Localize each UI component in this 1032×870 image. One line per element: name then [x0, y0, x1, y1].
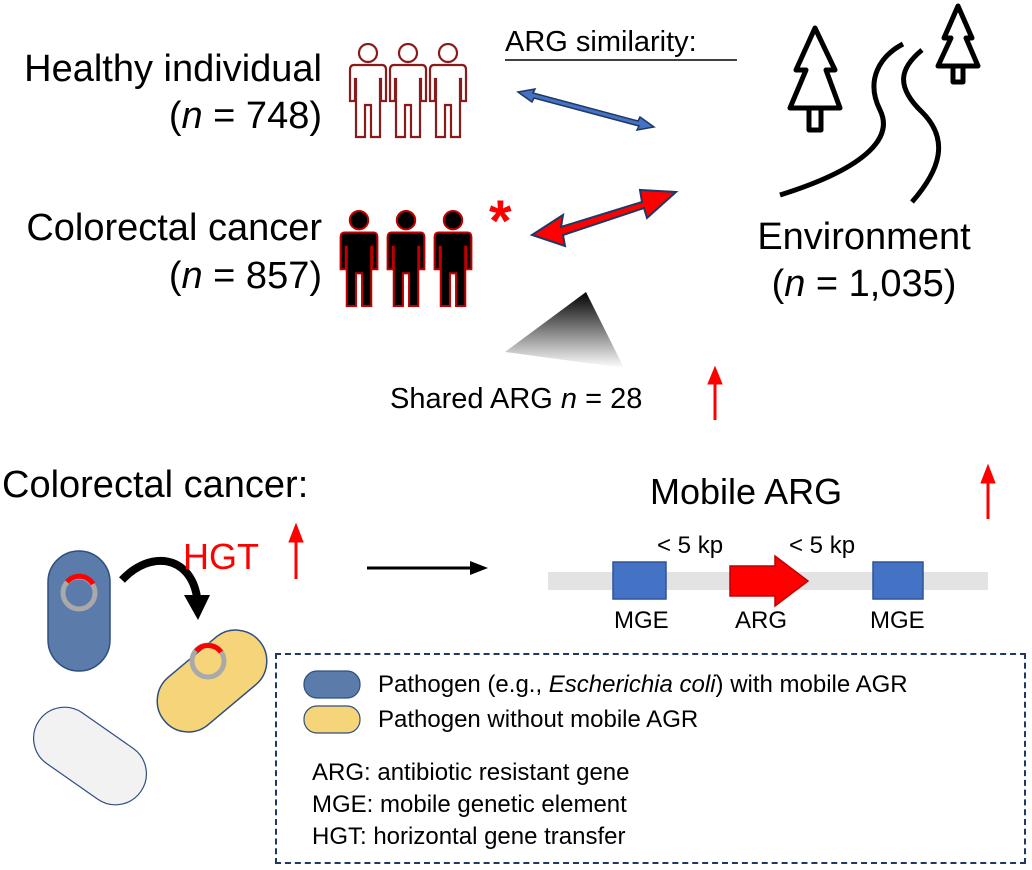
hgt-transfer-arrow	[119, 556, 210, 620]
hgt-label: HGT	[183, 536, 259, 577]
significance-star: *	[489, 189, 512, 254]
mge-right-label: MGE	[870, 607, 925, 634]
mge-left-box	[612, 561, 667, 600]
distance-left-label: < 5 kp	[657, 532, 724, 559]
similarity-title: ARG similarity:	[505, 26, 697, 58]
shared-arg-wedge	[505, 292, 624, 368]
legend-item-pathogen-no-mobile: Pathogen without mobile AGR	[378, 706, 699, 733]
transition-arrow	[367, 561, 488, 575]
shared-arg-count: Shared ARG n = 28	[390, 383, 643, 415]
commensal-cell	[33, 706, 147, 806]
environment-label: Environment	[757, 216, 971, 258]
healthy-people-icon	[348, 43, 468, 139]
healthy-count: (n = 748)	[168, 95, 322, 137]
legend-def-arg: ARG: antibiotic resistant gene	[312, 759, 630, 786]
trees-river-icon	[779, 3, 981, 204]
legend-def-hgt: HGT: horizontal gene transfer	[312, 823, 626, 850]
cancer-label: Colorectal cancer	[26, 207, 322, 249]
legend-swatch-blue	[303, 670, 361, 699]
cancer-people-icon	[339, 210, 473, 308]
cancer-count: (n = 857)	[168, 255, 322, 297]
mge-left-label: MGE	[614, 607, 669, 634]
legend-item-pathogen-mobile: Pathogen (e.g., Escherichia coli) with m…	[378, 671, 908, 698]
legend-swatch-yellow	[303, 705, 361, 734]
mobile-arg-title: Mobile ARG	[650, 471, 843, 512]
pathogen-with-mobile-arg-cell	[47, 550, 111, 672]
healthy-environment-arrow	[516, 88, 656, 131]
healthy-label: Healthy individual	[24, 48, 322, 90]
legend-box	[275, 653, 1026, 864]
arg-label: ARG	[735, 607, 788, 634]
environment-count: (n = 1,035)	[771, 263, 957, 305]
hgt-increase-arrow	[288, 522, 304, 579]
mge-right-box	[872, 561, 924, 600]
arg-gene-arrow	[729, 554, 810, 608]
mobile-arg-increase-arrow	[980, 463, 996, 519]
cancer-environment-arrow	[529, 188, 679, 248]
crc-section-title: Colorectal cancer:	[2, 464, 309, 506]
pathogen-without-mobile-arg-cell	[156, 629, 268, 733]
shared-increase-arrow	[707, 365, 723, 420]
legend-def-mge: MGE: mobile genetic element	[312, 791, 627, 818]
distance-right-label: < 5 kp	[789, 532, 856, 559]
